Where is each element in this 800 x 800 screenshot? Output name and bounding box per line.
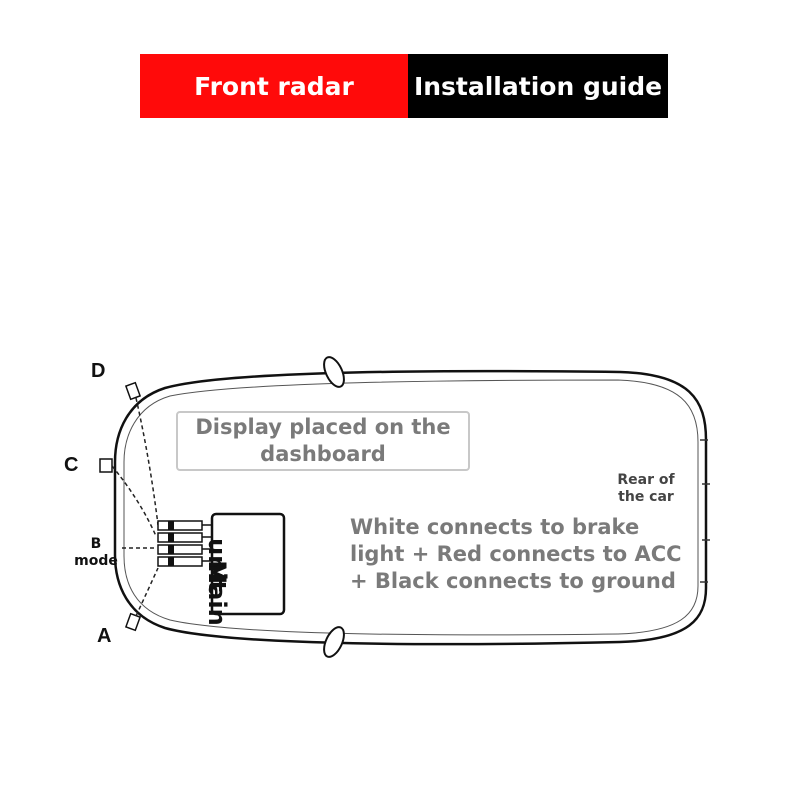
rear-of-car-label: Rear of the car	[617, 472, 675, 505]
title-banner: Front radar Installation guide	[140, 54, 668, 118]
main-unit-box	[210, 512, 286, 616]
sensor-label-c: C	[64, 454, 79, 476]
sensor-a	[124, 612, 142, 632]
sensor-label-d: D	[91, 360, 106, 382]
sensor-label-b-mode: B mode	[74, 536, 118, 569]
bottom-mirror	[323, 626, 345, 658]
display-note-text: Display placed on the dashboard	[195, 415, 451, 466]
display-placement-note: Display placed on the dashboard	[176, 411, 470, 471]
sensor-c	[99, 458, 113, 473]
wiring-note: White connects to brake light + Red conn…	[350, 515, 682, 593]
car-body-inner-line	[123, 379, 699, 636]
connector-group	[157, 520, 212, 567]
car-body-outline	[113, 369, 708, 646]
top-mirror	[323, 356, 345, 388]
sensor-d	[124, 381, 142, 401]
banner-front-radar: Front radar	[140, 54, 408, 118]
wire-c	[111, 465, 157, 537]
banner-installation-guide: Installation guide	[408, 54, 668, 118]
wire-d	[135, 397, 159, 526]
main-unit-line2: unit	[203, 538, 231, 592]
sensor-label-a: A	[97, 625, 112, 647]
